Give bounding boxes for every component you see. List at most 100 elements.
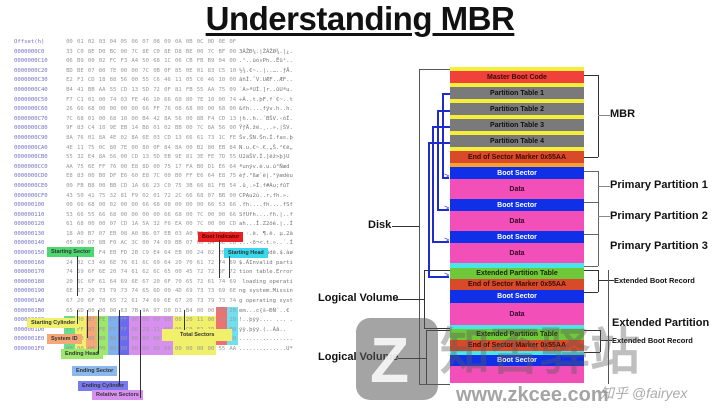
hex-offset: 0000000CC0 bbox=[14, 163, 48, 170]
hex-offset: 0000000C0 bbox=[14, 48, 45, 55]
hex-byte: 56 bbox=[174, 115, 182, 122]
hex-byte: 00 bbox=[109, 106, 117, 113]
hex-byte: 67 bbox=[76, 288, 84, 295]
hex-byte: 09 bbox=[229, 86, 237, 93]
hex-byte: B7 bbox=[87, 230, 95, 237]
hex-byte: B6 bbox=[142, 230, 150, 237]
hex-byte: EB bbox=[218, 144, 226, 151]
hex-byte: 6C bbox=[76, 278, 84, 285]
hex-byte: 68 bbox=[218, 106, 226, 113]
hex-byte: B4 bbox=[66, 86, 73, 93]
hex-byte: 8A bbox=[131, 134, 139, 141]
mbr-block: Partition Table 4 bbox=[450, 135, 584, 147]
byte-column-header: 02 bbox=[87, 39, 95, 45]
hex-ascii: tion table.Error bbox=[239, 269, 293, 276]
hex-byte: 55 bbox=[196, 86, 204, 93]
byte-column-header: 0F bbox=[229, 39, 237, 45]
hex-byte: FF bbox=[107, 316, 119, 326]
hex-byte: 55 bbox=[218, 346, 226, 352]
hex-byte: 68 bbox=[76, 115, 84, 122]
hex-byte: 01 bbox=[153, 192, 160, 199]
hex-byte: 68 bbox=[196, 192, 204, 199]
hex-byte: 00 bbox=[87, 58, 95, 65]
lv1-bracket bbox=[424, 270, 425, 328]
hex-byte: E0 bbox=[218, 250, 226, 257]
hex-byte: 10 bbox=[207, 96, 215, 103]
watermark-site: www.zkcee.com bbox=[456, 384, 609, 406]
leader-line bbox=[87, 310, 88, 338]
hex-byte: 72 bbox=[164, 192, 171, 199]
hex-byte: 6D bbox=[76, 307, 84, 314]
hex-byte: 81 bbox=[120, 192, 128, 199]
hex-byte: 00 bbox=[229, 58, 237, 65]
hex-byte: 00 bbox=[87, 307, 95, 314]
hex-byte: 64 bbox=[164, 259, 171, 266]
hex-byte: 00 bbox=[194, 345, 206, 355]
hex-byte: 20 bbox=[227, 316, 239, 326]
hex-byte: 3C bbox=[131, 240, 139, 247]
pointer-line-3 bbox=[432, 126, 450, 128]
hex-byte: 6C bbox=[153, 269, 160, 276]
hex-byte: BF bbox=[218, 48, 226, 55]
hex-byte: 64 bbox=[109, 278, 117, 285]
hex-offset: 000000110 bbox=[14, 211, 45, 218]
leader-line bbox=[77, 310, 78, 324]
hex-byte: 00 bbox=[153, 163, 160, 170]
hex-byte: 65 bbox=[109, 298, 117, 305]
hex-byte: 00 bbox=[131, 77, 139, 84]
hex-byte: 6C bbox=[142, 259, 150, 266]
hex-ascii: em...c{š—ÐÑ´..€ bbox=[239, 307, 293, 314]
hex-byte: EA bbox=[174, 221, 182, 228]
hex-byte: 00 bbox=[131, 115, 139, 122]
hex-byte: FB bbox=[196, 58, 204, 65]
hex-byte: 65 bbox=[185, 278, 193, 285]
hex-byte: CD bbox=[87, 77, 95, 84]
hex-byte: 8A bbox=[66, 134, 73, 141]
disk-leader bbox=[392, 226, 419, 227]
hex-byte: 1A bbox=[131, 221, 139, 228]
hex-ascii: ÿÿ.þÿÿ.(..Àâ.. bbox=[239, 326, 287, 333]
hex-byte: F7 bbox=[66, 96, 73, 103]
hex-byte: 73 bbox=[207, 288, 215, 295]
hex-byte: 07 bbox=[85, 325, 97, 336]
hex-byte: 00 bbox=[229, 106, 237, 113]
byte-column-header: 0C bbox=[196, 39, 204, 45]
leader-line bbox=[184, 310, 185, 330]
leader-line bbox=[219, 240, 220, 278]
hex-byte: 74 bbox=[120, 269, 128, 276]
hex-byte: 6E bbox=[87, 163, 95, 170]
hex-byte: 55 bbox=[87, 211, 95, 218]
bracket-line bbox=[584, 266, 598, 267]
hex-ascii: ng system.Missin bbox=[239, 288, 293, 295]
bracket-line bbox=[598, 186, 610, 187]
watermark-chinese: 知否驿站 bbox=[440, 324, 640, 380]
hex-byte: 79 bbox=[207, 298, 215, 305]
hex-ascii: |h..h..´BŠV.‹ôÍ. bbox=[239, 115, 293, 122]
page-title: Understanding MBR bbox=[205, 0, 515, 37]
hex-byte: 00 bbox=[131, 202, 139, 209]
hex-ascii: ½¾.€~..|..…..ƒÅ. bbox=[239, 67, 293, 74]
hex-byte: 00 bbox=[162, 316, 173, 326]
bracket-line bbox=[600, 340, 612, 341]
hex-byte: 20 bbox=[87, 288, 95, 295]
hex-byte: 00 bbox=[207, 307, 215, 314]
hex-byte: FF bbox=[118, 316, 130, 326]
hex-byte: 00 bbox=[120, 211, 128, 218]
bracket-line bbox=[584, 234, 598, 235]
hex-byte: 56 bbox=[120, 77, 128, 84]
hex-byte: 10 bbox=[229, 67, 237, 74]
hex-offset: 0000000CE0 bbox=[14, 182, 48, 189]
extended-bracket bbox=[608, 270, 609, 384]
hex-byte: 1C bbox=[218, 134, 226, 141]
hex-byte: 13 bbox=[131, 86, 139, 93]
hex-byte: 00 bbox=[120, 106, 128, 113]
hex-byte: 14 bbox=[131, 125, 139, 132]
hex-byte: 70 bbox=[98, 298, 106, 305]
